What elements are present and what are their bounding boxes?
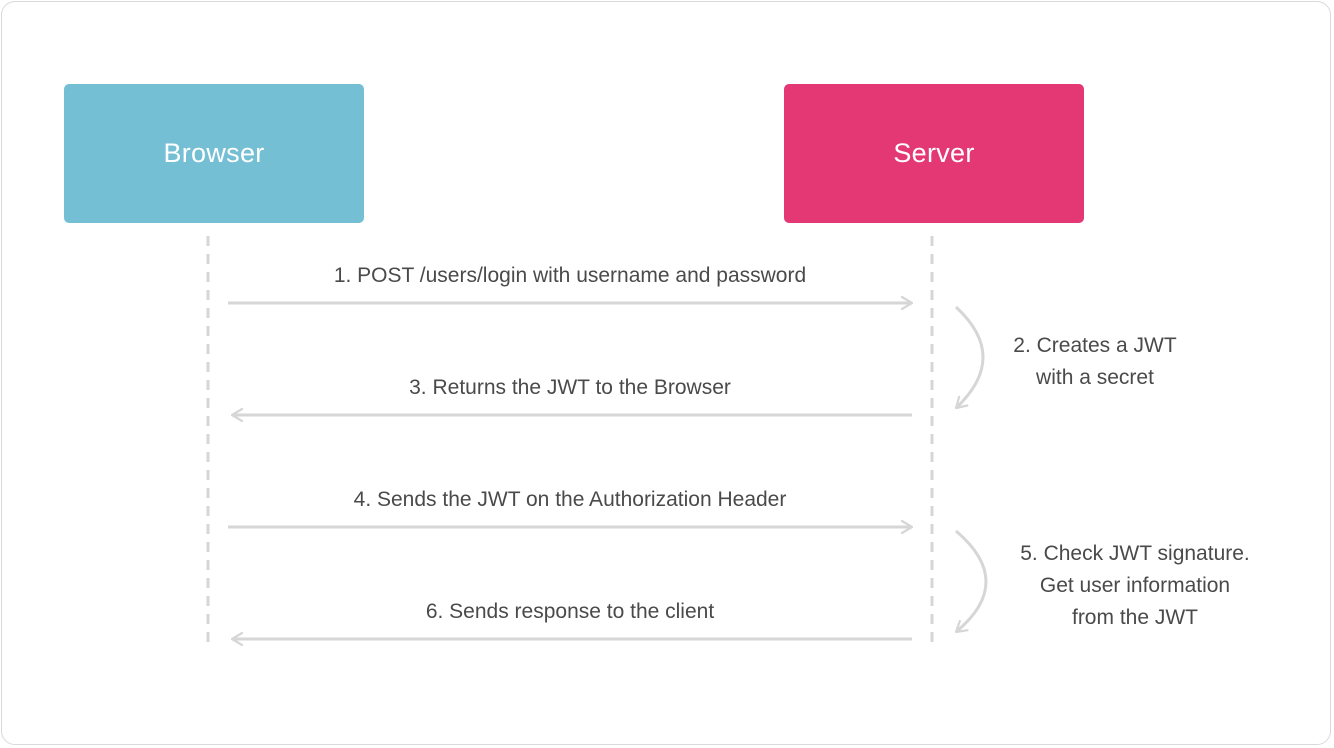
server-actor-box: Server xyxy=(784,84,1084,223)
message-label-step-1: 1. POST /users/login with username and p… xyxy=(333,264,807,287)
note-line: 5. Check JWT signature. xyxy=(1020,542,1250,565)
message-label-step-4: 4. Sends the JWT on the Authorization He… xyxy=(353,488,787,511)
note-line: Get user information xyxy=(1039,574,1231,597)
note-line: with a secret xyxy=(1036,366,1154,389)
self-arrow-step-2 xyxy=(956,305,985,408)
server-note-step-2: 2. Creates a JWT with a secret xyxy=(990,330,1200,394)
self-arrow-step-5 xyxy=(956,529,988,634)
browser-actor-box: Browser xyxy=(64,84,364,223)
server-actor-label: Server xyxy=(893,138,975,168)
server-note-step-5: 5. Check JWT signature. Get user informa… xyxy=(1000,538,1270,634)
message-label-step-6: 6. Sends response to the client xyxy=(425,600,715,623)
message-label-step-3: 3. Returns the JWT to the Browser xyxy=(409,376,731,399)
note-line: from the JWT xyxy=(1071,606,1198,629)
note-line: 2. Creates a JWT xyxy=(1013,334,1177,357)
browser-actor-label: Browser xyxy=(163,138,265,168)
